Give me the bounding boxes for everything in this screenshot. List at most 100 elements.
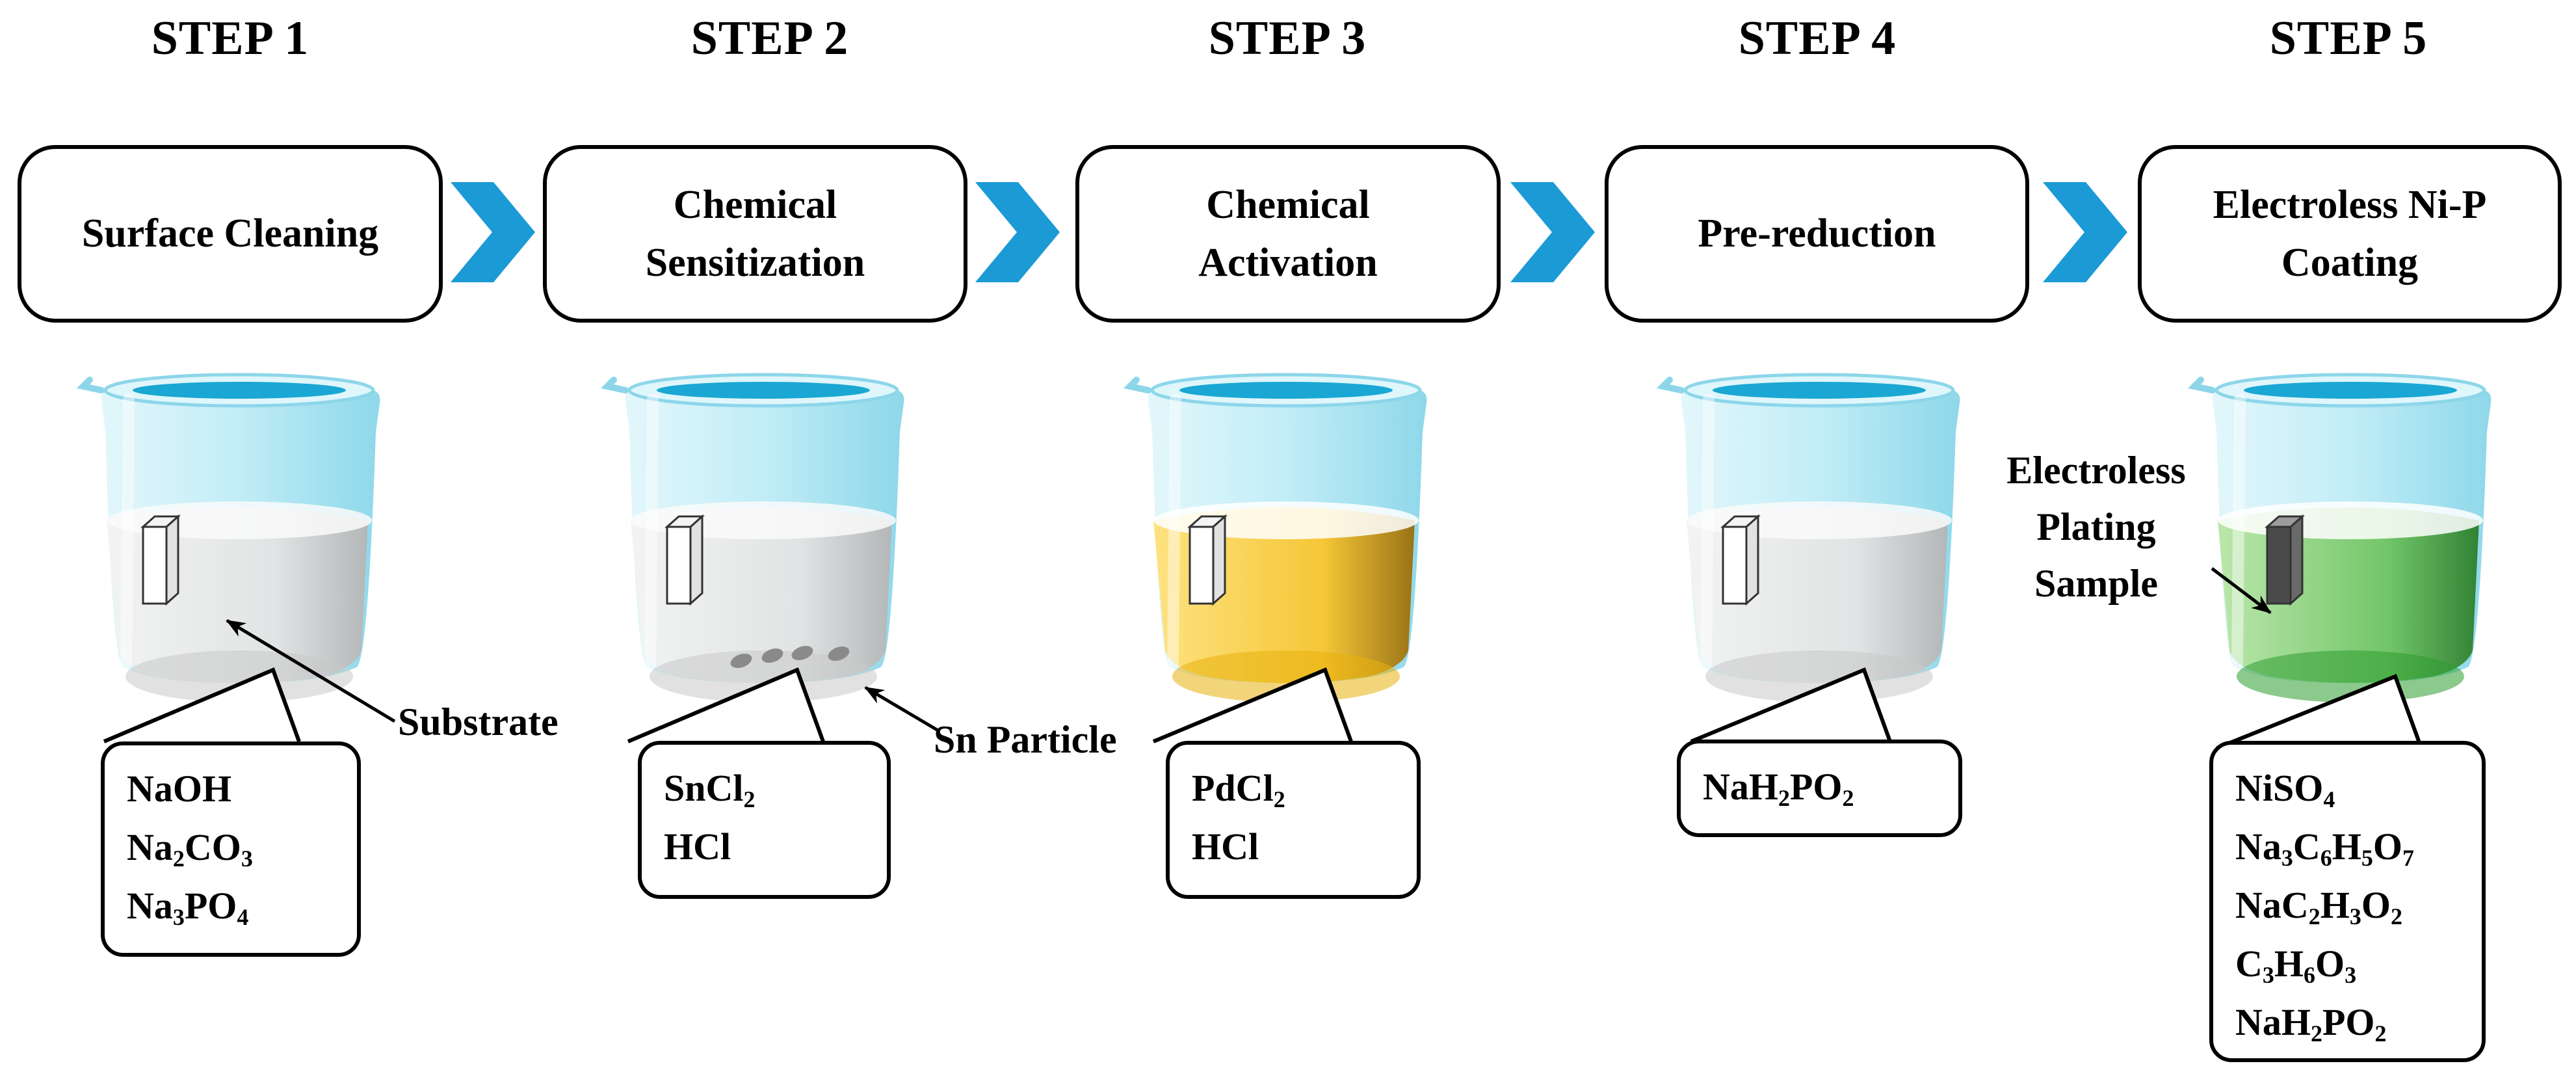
callout-pointer [103,667,301,743]
formula-subscript: 2 [2391,903,2402,929]
sn-particle-icon [791,645,813,661]
step-2-title: STEP 2 [690,12,849,65]
formula-part: O [2372,825,2402,868]
formula-part: PdCl [1192,767,1274,809]
beaker-spout [1656,377,1685,394]
formula-subscript: 4 [2323,786,2335,813]
formula-part: NaC [2235,883,2309,926]
step-5-title: STEP 5 [2269,12,2428,65]
beaker-spout [1123,377,1151,394]
glass-highlight [2231,394,2246,669]
beaker-icon [1656,373,1960,702]
substrate-sample-face [2266,526,2292,605]
beaker-spout [76,377,105,394]
formula-part: O [2361,883,2391,926]
chemical-formula: C3H6O3 [2235,935,2460,993]
formula-subscript: 3 [2345,961,2357,988]
step-4-chemical-box: NaH2PO2 [1677,740,1962,837]
process-label-line: Coating [2281,240,2419,285]
beaker-spout [600,377,629,394]
formula-subscript: 2 [2311,1020,2322,1047]
formula-subscript: 4 [237,903,249,930]
formula-subscript: 2 [743,786,756,813]
step-1-process-label: Surface Cleaning [82,205,378,262]
formula-subscript: 2 [1842,785,1854,812]
glass-highlight [1167,394,1181,669]
substrate-sample-side [1212,514,1226,606]
beaker-bottom [1172,650,1400,702]
formula-part: C [2235,942,2263,985]
chemical-formula: NaOH [127,760,335,818]
beaker-opening [1713,382,1926,399]
sn-particle-icon [761,648,783,663]
formula-subscript: 3 [2262,961,2274,988]
chemical-formula: Na3PO4 [127,877,335,935]
formula-part: SnCl [664,767,744,809]
step-4-process-box: Pre-reduction [1605,145,2029,323]
right-chevron-arrow-icon [2043,182,2127,282]
sample-label-line: Sample [2034,562,2159,605]
process-label-line: Sensitization [645,240,865,285]
chemical-formula: NiSO4 [2235,759,2460,818]
substrate-label: Substrate [398,701,559,743]
plating-sample-pointer-arrow [2211,567,2272,614]
beaker-icon [76,373,380,702]
process-label-line: Chemical [673,183,837,228]
formula-subscript: 6 [2304,961,2315,988]
chemical-formula: NaH2PO2 [1703,758,1936,816]
formula-part: Na [127,825,173,868]
formula-part: NiSO [2235,767,2324,809]
callout-pointer [1690,667,1892,743]
callout-pointer [1152,667,1353,743]
substrate-sample-side [165,514,179,606]
chemical-formula: NaH2PO2 [2235,993,2460,1052]
glass-highlight [120,394,135,669]
formula-part: PO [184,884,237,927]
formula-part: Na [2235,825,2281,868]
substrate-pointer-arrow [226,619,396,723]
step-1-process-box: Surface Cleaning [18,145,443,323]
chemical-formula: Na3C6H5O7 [2235,818,2460,876]
formula-part: O [2315,942,2345,985]
formula-part: H [2320,883,2350,926]
right-chevron-arrow-icon [1510,182,1595,282]
formula-part: HCl [664,825,731,868]
substrate-sample-face [1722,526,1748,605]
sn-particle-label: Sn Particle [934,718,1117,761]
substrate-sample-face [142,526,168,605]
formula-part: Na [127,884,173,927]
sample-label-line: Plating [2036,505,2156,548]
formula-subscript: 3 [172,903,185,930]
beaker-opening [133,382,346,399]
substrate-sample-face [1189,526,1215,605]
formula-part: HCl [1192,825,1259,868]
substrate-sample-side [2289,514,2304,606]
sn-particle-icon [828,646,850,661]
formula-subscript: 3 [2349,903,2361,929]
chemical-formula: Na2CO3 [127,818,335,877]
formula-part: PO [1789,766,1843,808]
beaker-spout [2187,377,2216,394]
formula-subscript: 2 [172,845,185,872]
formula-subscript: 3 [2281,844,2293,871]
right-chevron-arrow-icon [975,182,1060,282]
formula-subscript: 7 [2402,844,2414,871]
chemical-formula: NaC2H3O2 [2235,876,2460,935]
formula-part: H [2332,825,2361,868]
process-label-line: Activation [1198,240,1378,285]
step-3-title: STEP 3 [1208,12,1367,65]
liquid-surface [2218,501,2483,539]
beaker-icon [2187,373,2491,702]
callout-pointer [2216,674,2423,750]
chemical-formula: SnCl2 [664,759,865,818]
formula-part: CO [184,825,241,868]
chemical-formula: HCl [1192,818,1395,876]
chemical-formula: HCl [664,818,865,876]
chemical-formula: PdCl2 [1192,759,1395,818]
